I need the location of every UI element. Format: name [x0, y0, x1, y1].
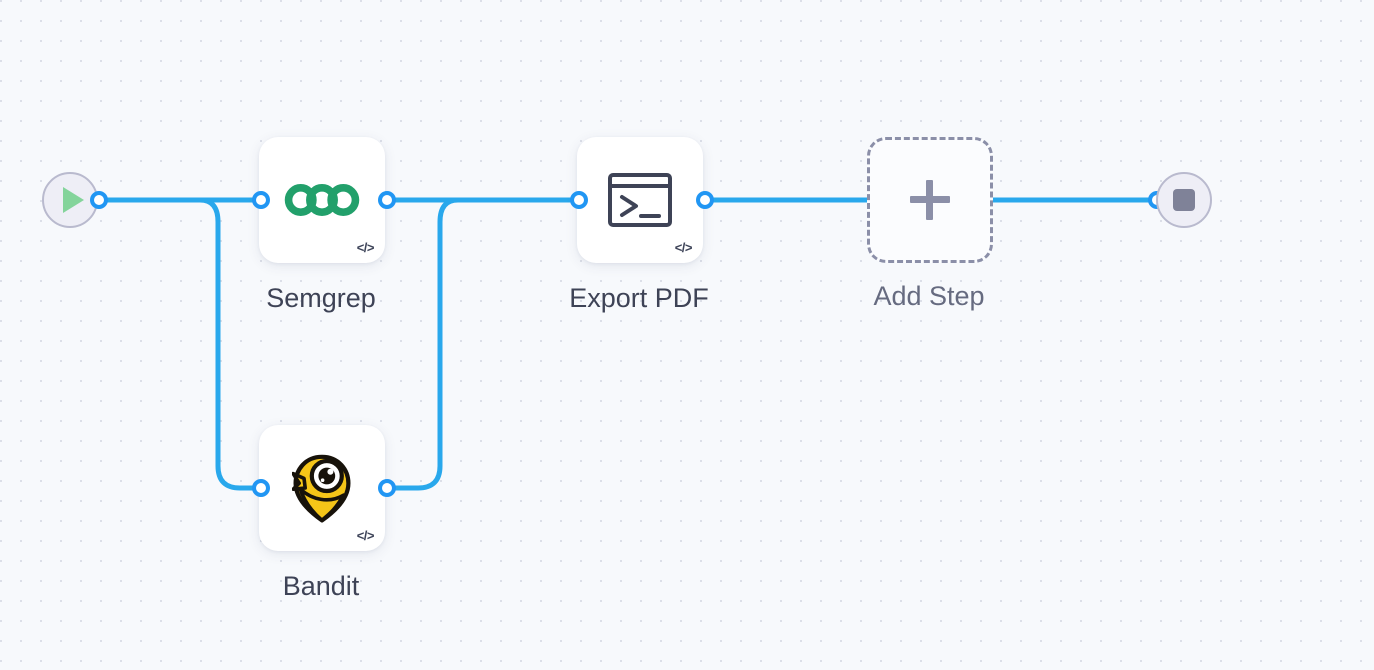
step-node-bandit[interactable]: </> [259, 425, 385, 551]
port-start-output[interactable] [90, 191, 108, 209]
step-label-bandit: Bandit [282, 571, 360, 601]
code-badge-icon: </> [356, 528, 375, 543]
plus-icon [910, 180, 950, 220]
port-semgrep-input[interactable] [252, 191, 270, 209]
port-bandit-output[interactable] [378, 479, 396, 497]
code-badge-icon: </> [674, 240, 693, 255]
port-export-pdf-input[interactable] [570, 191, 588, 209]
add-step-node[interactable] [867, 137, 993, 263]
step-node-export-pdf[interactable]: </> [577, 137, 703, 263]
port-bandit-input[interactable] [252, 479, 270, 497]
terminal-icon [608, 173, 672, 227]
port-semgrep-output[interactable] [378, 191, 396, 209]
start-node[interactable] [42, 172, 98, 228]
code-badge-icon: </> [356, 240, 375, 255]
stop-icon [1173, 189, 1195, 211]
edge-bandit-to-exportpdf [384, 197, 582, 491]
bandit-logo-icon [292, 454, 351, 523]
port-export-pdf-output[interactable] [696, 191, 714, 209]
end-node[interactable] [1156, 172, 1212, 228]
step-label-semgrep: Semgrep [266, 283, 376, 313]
edge-start-to-bandit [96, 197, 264, 491]
step-label-add-step: Add Step [873, 281, 985, 311]
step-label-export-pdf: Export PDF [569, 283, 709, 313]
semgrep-logo-icon [284, 184, 360, 216]
step-node-semgrep[interactable]: </> [259, 137, 385, 263]
play-icon [63, 187, 84, 213]
